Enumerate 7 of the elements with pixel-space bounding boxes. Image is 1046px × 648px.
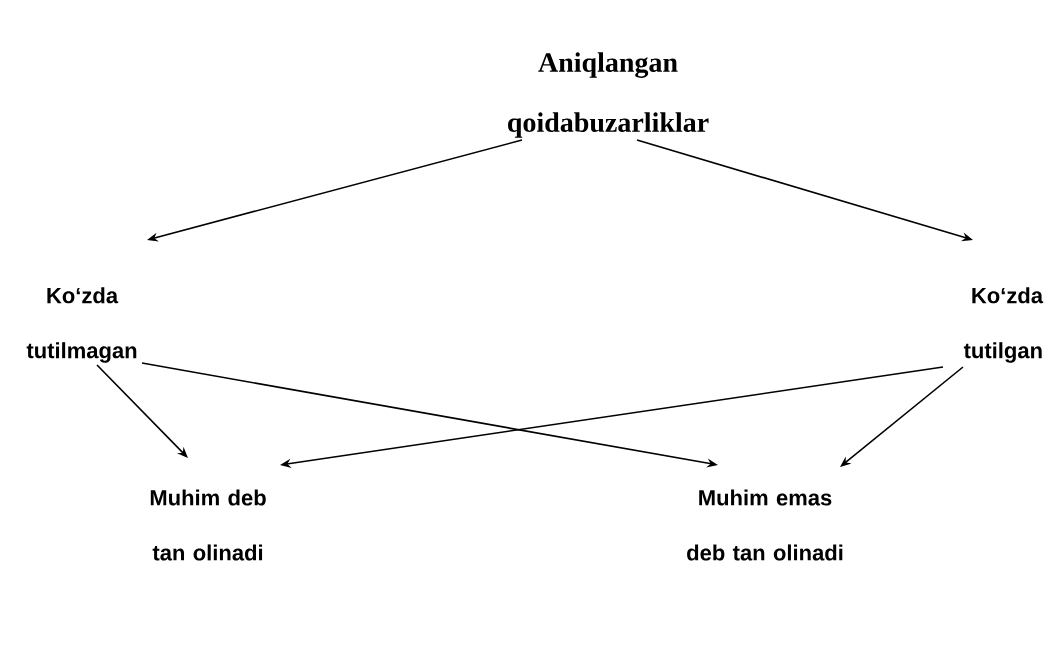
arrow xyxy=(96,364,188,458)
text-label: Ko‘zda tutilmagan xyxy=(26,287,137,363)
text-label: Ko‘zda tutilgan xyxy=(963,287,1044,363)
text-label: Muhim emas deb tan olinadi xyxy=(687,489,843,561)
text-label: Aniqlangan qoidabuzarliklar xyxy=(508,52,709,138)
arrow xyxy=(840,366,964,467)
text-label: Muhim deb tan olinadi xyxy=(150,489,266,561)
